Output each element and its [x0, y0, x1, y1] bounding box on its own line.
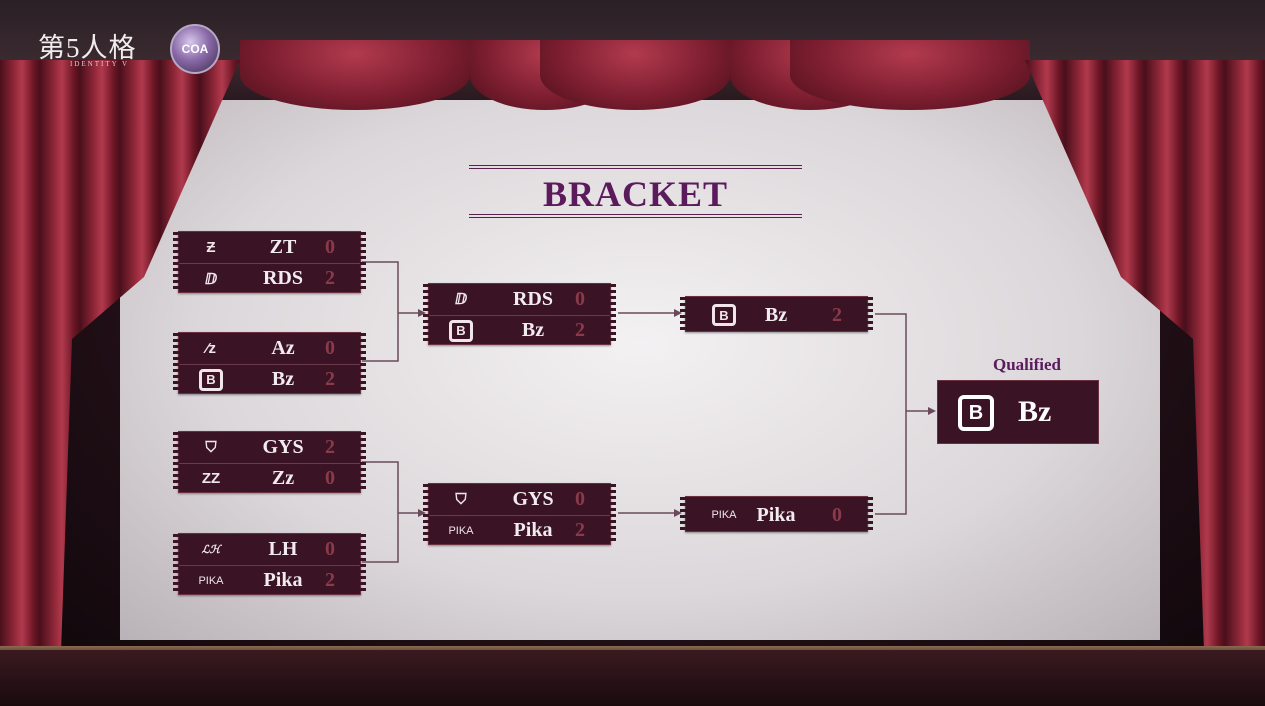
match-team-row: PIKA Pika 2 — [429, 515, 610, 545]
bz-logo-icon: B — [958, 395, 994, 431]
bz-logo-glyph: B — [449, 319, 473, 342]
bz-logo-icon: B — [197, 368, 225, 392]
team-score: 2 — [575, 519, 585, 541]
coa-badge-icon: COA — [170, 24, 220, 74]
game-logo-subtitle: IDENTITY V — [70, 60, 130, 68]
pika-logo-icon: PIKA — [448, 524, 474, 537]
pika-logo-icon: PIKA — [711, 509, 737, 521]
curtain-swag — [540, 40, 730, 110]
team-name: Pika — [263, 569, 303, 591]
zz-logo-icon: ZZ — [201, 470, 221, 487]
bracket-title-block: BRACKET — [469, 165, 802, 219]
qualified-team-card: B Bz — [937, 380, 1099, 444]
match-team-row: PIKA Pika 0 — [686, 500, 867, 530]
team-name: Pika — [756, 503, 796, 526]
match-team-row: B Bz 2 — [429, 315, 610, 345]
coa-badge-text: COA — [181, 42, 209, 56]
pika-logo-icon: PIKA — [198, 574, 224, 587]
match-team-row: B Bz 2 — [179, 364, 360, 394]
team-name: Az — [271, 336, 295, 359]
gys-logo-icon: ⛉ — [205, 438, 217, 456]
stage-floor — [0, 650, 1265, 706]
match-card-r1-3: ⛉ GYS 2 ZZ Zz 0 — [173, 431, 366, 493]
team-name: LH — [268, 537, 298, 560]
match-team-row: ZZ Zz 0 — [179, 463, 360, 493]
team-name: GYS — [512, 487, 554, 510]
team-name: Bz — [764, 303, 788, 326]
match-card-r1-1: Ƶ ZT 0 ⅅ RDS 2 — [173, 231, 366, 293]
team-score: 0 — [575, 487, 585, 510]
match-team-row: ⛉ GYS 0 — [429, 484, 610, 514]
team-name: Zz — [271, 467, 295, 489]
team-score: 0 — [832, 503, 842, 526]
team-score: 0 — [575, 287, 585, 310]
team-name: RDS — [512, 287, 553, 310]
match-team-row: PIKA Pika 2 — [179, 565, 360, 595]
team-name: Bz — [271, 368, 295, 390]
lh-logo-icon: ℒℋ — [201, 543, 221, 556]
curtain-swag — [240, 40, 470, 110]
team-name: RDS — [262, 267, 303, 289]
game-logo-text: 第5人格 — [38, 33, 137, 63]
team-score: 2 — [325, 368, 335, 390]
bz-logo-icon: B — [447, 319, 475, 343]
match-team-row: B Bz 2 — [686, 300, 867, 330]
match-team-row: ℒℋ LH 0 — [179, 534, 360, 564]
match-team-row: ⅅ RDS 0 — [429, 284, 610, 314]
zt-logo-icon: Ƶ — [206, 238, 216, 256]
qualified-label: Qualified — [992, 355, 1061, 374]
team-name: ZT — [269, 235, 297, 258]
bz-logo-glyph: B — [712, 304, 736, 326]
team-score: 2 — [325, 569, 335, 591]
gys-logo-icon: ⛉ — [455, 490, 467, 508]
team-score: 0 — [325, 467, 335, 489]
match-card-r3-1: B Bz 2 — [680, 296, 873, 332]
team-name: GYS — [262, 435, 304, 458]
rds-logo-icon: ⅅ — [204, 270, 218, 288]
team-name: Bz — [521, 319, 545, 341]
match-card-r1-4: ℒℋ LH 0 PIKA Pika 2 — [173, 533, 366, 595]
az-logo-icon: ⁄z — [205, 339, 216, 357]
rds-logo-icon: ⅅ — [454, 291, 468, 308]
page-title: BRACKET — [542, 174, 729, 214]
title-rule-top — [469, 165, 802, 169]
match-team-row: ⅅ RDS 2 — [179, 263, 360, 293]
qualified-team-name: Bz — [1018, 395, 1052, 428]
match-card-r2-1: ⅅ RDS 0 B Bz 2 — [423, 283, 616, 345]
team-score: 2 — [832, 303, 842, 326]
match-team-row: Ƶ ZT 0 — [179, 232, 360, 262]
team-score: 0 — [325, 537, 335, 560]
game-logo: 第5人格 — [38, 26, 137, 65]
team-score: 2 — [325, 435, 335, 458]
title-rule-bottom — [469, 214, 802, 218]
team-score: 0 — [325, 336, 335, 359]
team-score: 2 — [575, 319, 585, 341]
match-team-row: ⛉ GYS 2 — [179, 432, 360, 462]
team-score: 0 — [325, 235, 335, 258]
bz-logo-icon: B — [710, 303, 738, 327]
match-card-r1-2: ⁄z Az 0 B Bz 2 — [173, 332, 366, 394]
match-card-r3-2: PIKA Pika 0 — [680, 496, 873, 532]
team-score: 2 — [325, 267, 335, 289]
team-name: Pika — [513, 519, 553, 541]
match-card-r2-2: ⛉ GYS 0 PIKA Pika 2 — [423, 483, 616, 545]
curtain-swag — [790, 40, 1030, 110]
bz-logo-glyph: B — [199, 368, 223, 391]
match-team-row: ⁄z Az 0 — [179, 333, 360, 363]
